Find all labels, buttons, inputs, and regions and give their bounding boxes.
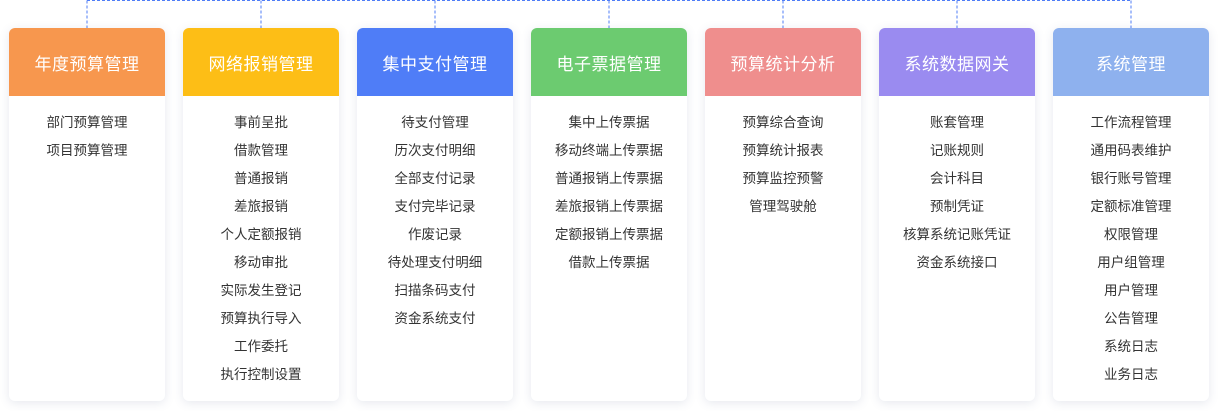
module-item[interactable]: 工作委托 [234,339,288,355]
module-item-list: 预算综合查询预算统计报表预算监控预警管理驾驶舱 [705,96,861,225]
module-item[interactable]: 历次支付明细 [394,143,476,159]
module-item[interactable]: 项目预算管理 [46,143,128,159]
module-item[interactable]: 预算综合查询 [742,115,824,131]
module-item[interactable]: 全部支付记录 [394,171,476,187]
module-item[interactable]: 待处理支付明细 [387,255,483,271]
module-item[interactable]: 定额标准管理 [1090,199,1172,215]
module-item-list: 工作流程管理通用码表维护银行账号管理定额标准管理权限管理用户组管理用户管理公告管… [1053,96,1209,393]
module-item[interactable]: 核算系统记账凭证 [903,227,1011,243]
module-item[interactable]: 资金系统接口 [916,255,998,271]
module-header[interactable]: 预算统计分析 [705,28,861,96]
module-header[interactable]: 网络报销管理 [183,28,339,96]
module-item[interactable]: 用户管理 [1104,283,1158,299]
module-item-list: 集中上传票据移动终端上传票据普通报销上传票据差旅报销上传票据定额报销上传票据借款… [531,96,687,281]
module-item[interactable]: 差旅报销 [234,199,288,215]
module-item[interactable]: 事前呈批 [234,115,288,131]
module-header[interactable]: 系统数据网关 [879,28,1035,96]
module-card-3: 集中支付管理待支付管理历次支付明细全部支付记录支付完毕记录作废记录待处理支付明细… [357,28,513,401]
module-item[interactable]: 实际发生登记 [220,283,302,299]
module-item[interactable]: 预算监控预警 [742,171,824,187]
module-card-4: 电子票据管理集中上传票据移动终端上传票据普通报销上传票据差旅报销上传票据定额报销… [531,28,687,401]
module-item[interactable]: 作废记录 [408,227,462,243]
module-item[interactable]: 待支付管理 [401,115,469,131]
module-item[interactable]: 系统日志 [1104,339,1158,355]
module-item[interactable]: 业务日志 [1104,367,1158,383]
module-header[interactable]: 集中支付管理 [357,28,513,96]
module-card-5: 预算统计分析预算综合查询预算统计报表预算监控预警管理驾驶舱 [705,28,861,401]
module-item[interactable]: 支付完毕记录 [394,199,476,215]
module-item-list: 账套管理记账规则会计科目预制凭证核算系统记账凭证资金系统接口 [879,96,1035,281]
module-item[interactable]: 银行账号管理 [1090,171,1172,187]
module-card-7: 系统管理工作流程管理通用码表维护银行账号管理定额标准管理权限管理用户组管理用户管… [1053,28,1209,401]
module-item[interactable]: 差旅报销上传票据 [555,199,663,215]
module-item[interactable]: 用户组管理 [1097,255,1165,271]
module-item[interactable]: 普通报销上传票据 [555,171,663,187]
module-card-1: 年度预算管理部门预算管理项目预算管理 [9,28,165,401]
module-item[interactable]: 个人定额报销 [220,227,302,243]
module-header[interactable]: 系统管理 [1053,28,1209,96]
module-item[interactable]: 借款上传票据 [568,255,650,271]
module-item[interactable]: 部门预算管理 [46,115,128,131]
module-item[interactable]: 预制凭证 [930,199,984,215]
module-item[interactable]: 公告管理 [1104,311,1158,327]
module-item[interactable]: 通用码表维护 [1090,143,1172,159]
module-item[interactable]: 执行控制设置 [220,367,302,383]
module-card-2: 网络报销管理事前呈批借款管理普通报销差旅报销个人定额报销移动审批实际发生登记预算… [183,28,339,401]
module-card-6: 系统数据网关账套管理记账规则会计科目预制凭证核算系统记账凭证资金系统接口 [879,28,1035,401]
module-item[interactable]: 定额报销上传票据 [555,227,663,243]
module-item[interactable]: 预算统计报表 [742,143,824,159]
module-item[interactable]: 会计科目 [930,171,984,187]
module-header[interactable]: 年度预算管理 [9,28,165,96]
module-item[interactable]: 资金系统支付 [394,311,476,327]
module-header[interactable]: 电子票据管理 [531,28,687,96]
module-item[interactable]: 记账规则 [930,143,984,159]
module-item[interactable]: 扫描条码支付 [394,283,476,299]
module-item[interactable]: 账套管理 [930,115,984,131]
module-item[interactable]: 集中上传票据 [568,115,650,131]
module-item[interactable]: 权限管理 [1104,227,1158,243]
module-item-list: 事前呈批借款管理普通报销差旅报销个人定额报销移动审批实际发生登记预算执行导入工作… [183,96,339,393]
module-item-list: 部门预算管理项目预算管理 [9,96,165,169]
module-item[interactable]: 移动审批 [234,255,288,271]
module-item[interactable]: 预算执行导入 [220,311,302,327]
module-item[interactable]: 普通报销 [234,171,288,187]
module-item[interactable]: 借款管理 [234,143,288,159]
module-item[interactable]: 管理驾驶舱 [749,199,817,215]
module-item[interactable]: 移动终端上传票据 [555,143,663,159]
module-item-list: 待支付管理历次支付明细全部支付记录支付完毕记录作废记录待处理支付明细扫描条码支付… [357,96,513,337]
module-item[interactable]: 工作流程管理 [1090,115,1172,131]
